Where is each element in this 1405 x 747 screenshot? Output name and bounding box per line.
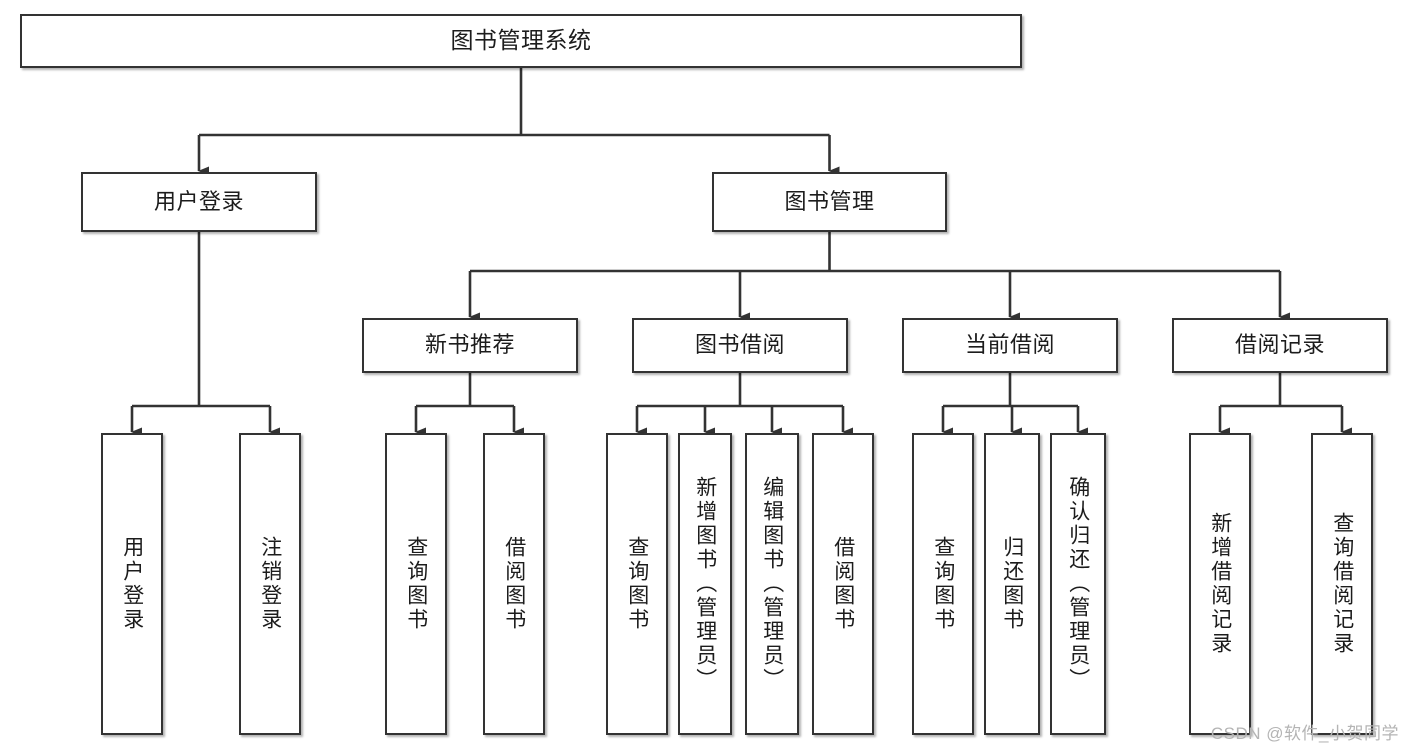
node-leaf-user-login[interactable]: 用户登录 [101, 433, 163, 735]
node-user-login-label: 用户登录 [153, 188, 244, 214]
node-leaf-borrow-book[interactable]: 借阅图书 [812, 433, 874, 735]
watermark-text: CSDN @软件_小贺同学 [1210, 724, 1399, 743]
node-leaf-add-record[interactable]: 新增借阅记录 [1189, 433, 1251, 735]
node-leaf-confirm-return[interactable]: 确认归还（管理员） [1050, 433, 1106, 735]
node-leaf-borrow-book-label: 借阅图书 [831, 536, 855, 632]
node-root-label: 图书管理系统 [450, 27, 592, 54]
node-root[interactable]: 图书管理系统 [20, 14, 1022, 68]
node-leaf-query-book-rec[interactable]: 查询图书 [385, 433, 447, 735]
node-book-manage-label: 图书管理 [784, 188, 875, 214]
node-leaf-confirm-return-label: 确认归还（管理员） [1066, 476, 1090, 692]
node-current-borrow[interactable]: 当前借阅 [902, 318, 1118, 373]
node-leaf-add-book[interactable]: 新增图书（管理员） [678, 433, 732, 735]
node-leaf-query-book-borrow-label: 查询图书 [625, 536, 649, 632]
node-leaf-query-book-cur-label: 查询图书 [931, 536, 955, 632]
node-leaf-query-record[interactable]: 查询借阅记录 [1311, 433, 1373, 735]
node-leaf-query-book-cur[interactable]: 查询图书 [912, 433, 974, 735]
node-leaf-borrow-book-rec-label: 借阅图书 [502, 536, 526, 632]
node-borrow-record[interactable]: 借阅记录 [1172, 318, 1388, 373]
node-leaf-user-logout[interactable]: 注销登录 [239, 433, 301, 735]
node-leaf-return-book[interactable]: 归还图书 [984, 433, 1040, 735]
node-leaf-edit-book-label: 编辑图书（管理员） [760, 476, 784, 692]
node-leaf-return-book-label: 归还图书 [1000, 536, 1024, 632]
node-borrow-record-label: 借阅记录 [1234, 332, 1325, 358]
node-leaf-edit-book[interactable]: 编辑图书（管理员） [745, 433, 799, 735]
node-book-borrow[interactable]: 图书借阅 [632, 318, 848, 373]
node-leaf-user-login-label: 用户登录 [120, 536, 144, 632]
node-leaf-query-book-borrow[interactable]: 查询图书 [606, 433, 668, 735]
node-current-borrow-label: 当前借阅 [964, 332, 1055, 358]
node-user-login[interactable]: 用户登录 [81, 172, 317, 232]
node-leaf-add-book-label: 新增图书（管理员） [693, 476, 717, 692]
node-leaf-query-record-label: 查询借阅记录 [1330, 512, 1354, 656]
node-book-manage[interactable]: 图书管理 [712, 172, 947, 232]
node-leaf-add-record-label: 新增借阅记录 [1208, 512, 1232, 656]
node-new-book-rec[interactable]: 新书推荐 [362, 318, 578, 373]
node-leaf-borrow-book-rec[interactable]: 借阅图书 [483, 433, 545, 735]
node-new-book-rec-label: 新书推荐 [424, 332, 515, 358]
node-leaf-user-logout-label: 注销登录 [258, 536, 282, 632]
node-book-borrow-label: 图书借阅 [694, 332, 785, 358]
node-leaf-query-book-rec-label: 查询图书 [404, 536, 428, 632]
